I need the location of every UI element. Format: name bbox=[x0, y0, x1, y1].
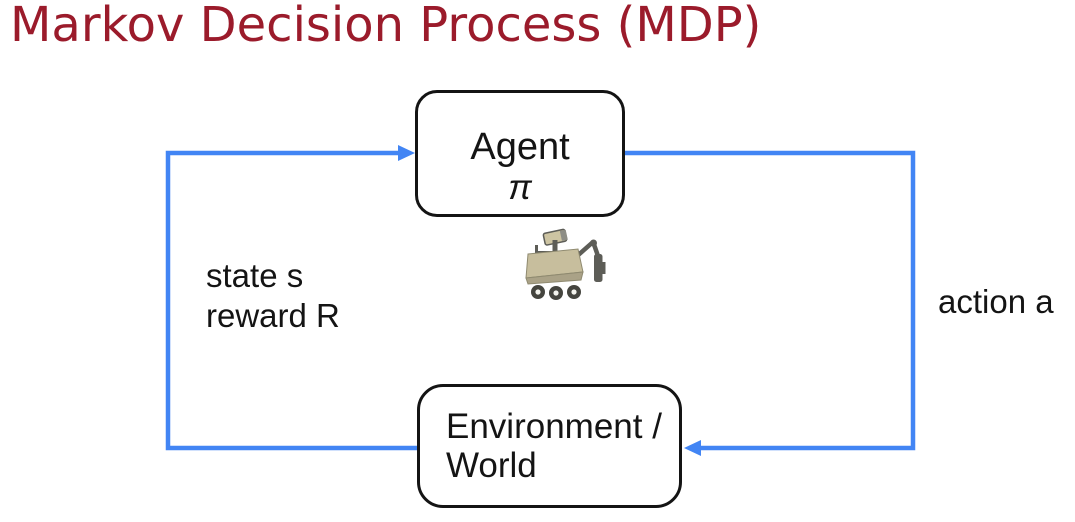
reward-label-line: reward R bbox=[206, 296, 340, 334]
state-reward-label: state s reward R bbox=[206, 256, 340, 335]
environment-label-line1: Environment / bbox=[446, 406, 662, 446]
rover-camera-head bbox=[542, 228, 568, 246]
environment-box: Environment / World bbox=[417, 384, 682, 508]
agent-label: Agent bbox=[470, 125, 570, 168]
state-reward-arrowhead bbox=[398, 145, 415, 161]
environment-label-line2: World bbox=[446, 446, 537, 485]
agent-box: Agent π bbox=[415, 90, 625, 217]
policy-pi-symbol: π bbox=[508, 168, 532, 208]
slide-title: Markov Decision Process (MDP) bbox=[10, 0, 762, 53]
action-label: action a bbox=[938, 283, 1054, 320]
mars-rover-icon bbox=[525, 228, 606, 300]
action-arrowhead bbox=[684, 440, 701, 456]
state-label-line: state s bbox=[206, 257, 304, 294]
